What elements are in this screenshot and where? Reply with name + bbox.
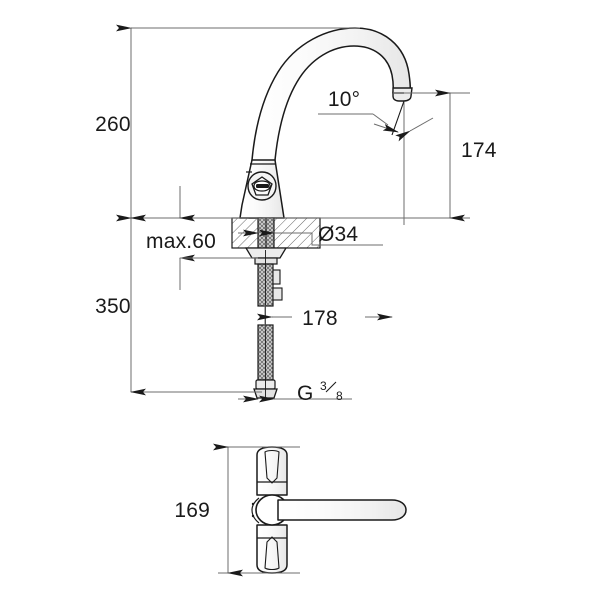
dim-label-169: 169 xyxy=(174,499,210,522)
thread-fraction-bar xyxy=(325,381,337,393)
fixing-washer xyxy=(254,257,278,265)
dim-label-diameter-34: Ø34 xyxy=(318,223,358,246)
dimension-spout-reach: 178 xyxy=(257,305,393,330)
plan-hub-dot-lower xyxy=(251,514,255,518)
hose-side-lug-lower xyxy=(272,287,283,301)
top-plan-view xyxy=(251,446,407,574)
dimension-height-below-counter: 350 xyxy=(95,214,146,396)
dimension-mounting-hole: Ø34 xyxy=(238,223,383,246)
cap-slot xyxy=(256,184,269,188)
aerator-outlet xyxy=(392,87,413,102)
thread-label-denominator: 8 xyxy=(336,389,343,403)
hose-side-lug-upper xyxy=(272,269,281,285)
dimension-max-counter-thickness: max.60 xyxy=(146,186,258,290)
plan-spout xyxy=(277,499,407,521)
thread-label-prefix: G xyxy=(297,382,314,405)
annotation-outlet-angle: 10° xyxy=(318,88,434,225)
angle-arrow-left xyxy=(373,123,399,133)
thread-label-numerator: 3 xyxy=(320,379,327,393)
front-elevation-view xyxy=(231,27,413,399)
dim-label-350: 350 xyxy=(95,295,131,318)
plan-hub-dot-upper xyxy=(251,502,255,506)
plan-handle-upper-detail xyxy=(264,449,280,484)
dimension-plan-width: 169 xyxy=(174,443,300,577)
dim-label-max60: max.60 xyxy=(146,230,216,253)
leader-line-hole xyxy=(294,232,383,246)
annotation-supply-thread: G 3 8 xyxy=(238,379,352,405)
dim-label-178: 178 xyxy=(302,307,338,330)
lever-screw-cap xyxy=(247,171,277,201)
plan-handle-upper xyxy=(256,446,288,496)
dim-label-angle-10: 10° xyxy=(328,88,360,111)
leader-kink-angle xyxy=(372,113,389,126)
angle-arrow-right xyxy=(395,117,434,142)
fixing-nut xyxy=(244,247,288,259)
dimension-height-above-counter: 260 xyxy=(95,24,146,222)
plan-handle-lower xyxy=(256,524,288,574)
plan-hub-left-arc xyxy=(251,497,260,524)
dim-label-174: 174 xyxy=(461,139,497,162)
dim-label-260: 260 xyxy=(95,113,131,136)
plan-handle-lower-detail xyxy=(264,536,280,571)
dimension-outlet-height: 174 xyxy=(404,89,497,222)
